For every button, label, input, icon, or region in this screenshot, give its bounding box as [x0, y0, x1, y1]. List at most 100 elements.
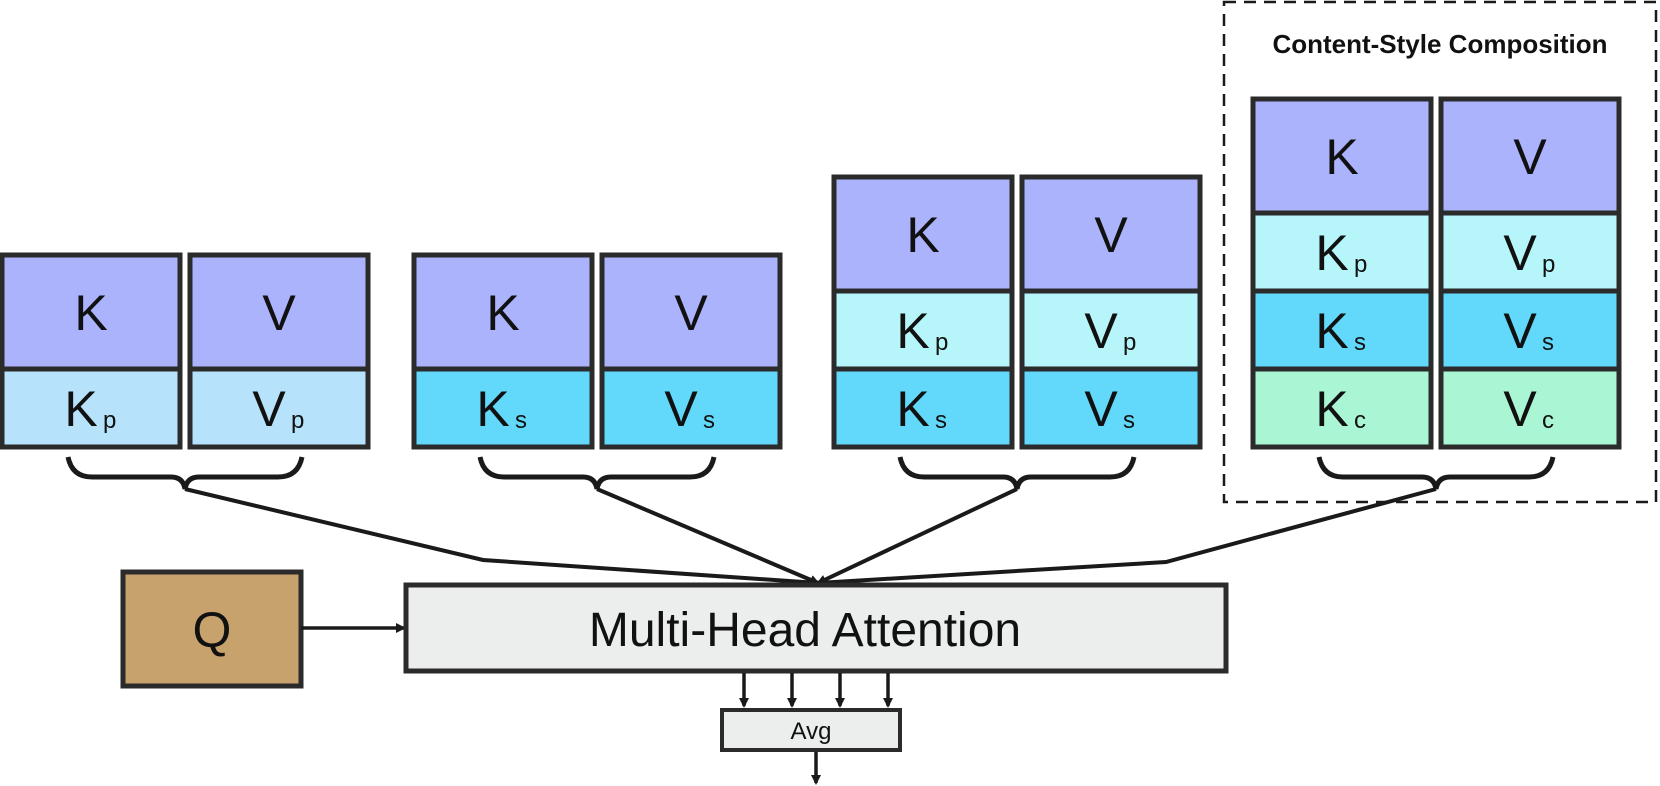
group-connector — [816, 487, 1437, 588]
cell-label: K — [1315, 225, 1348, 281]
cell-label: K — [74, 285, 107, 341]
cell-subscript: p — [103, 407, 116, 434]
query-block: Q — [120, 569, 304, 689]
group-connectors — [65, 456, 1556, 588]
group-connector — [184, 487, 820, 588]
group-brace — [897, 456, 1137, 490]
cell-box — [1438, 288, 1622, 372]
cell-label: K — [486, 285, 519, 341]
cell-label: V — [1084, 303, 1118, 359]
cell-box — [1019, 174, 1203, 294]
cell-subscript: p — [1354, 251, 1367, 278]
group-connector — [816, 487, 1018, 585]
group-brace — [1316, 456, 1556, 490]
cell-subscript: c — [1354, 407, 1366, 434]
cell-v: V — [1019, 174, 1203, 294]
cell-label: V — [252, 381, 286, 437]
cell-box — [599, 252, 783, 372]
cell-label: K — [896, 303, 929, 359]
composition-label: Content-Style Composition — [1272, 29, 1607, 59]
cell-box — [411, 366, 595, 450]
cell-subscript: c — [1542, 407, 1554, 434]
cell-label: K — [476, 381, 509, 437]
cell-subscript: s — [935, 407, 947, 434]
avg-block: Avg — [720, 708, 902, 752]
head-arrows — [739, 673, 893, 708]
group-brace — [477, 456, 717, 490]
cell-label: V — [664, 381, 698, 437]
cell-subscript: s — [515, 407, 527, 434]
cell-label: K — [1315, 381, 1348, 437]
query-box — [120, 569, 304, 689]
cell-subscript: p — [1123, 329, 1136, 356]
cell-box — [0, 252, 183, 372]
cell-box — [411, 252, 595, 372]
query-label: Q — [193, 602, 232, 658]
cell-box — [1438, 210, 1622, 294]
cell-box — [831, 288, 1015, 372]
cell-box — [1438, 96, 1622, 216]
group-connector — [596, 487, 820, 585]
cell-label: K — [1325, 129, 1358, 185]
composition-frame — [1222, 0, 1658, 504]
avg-box — [720, 708, 902, 752]
cell-box — [1438, 366, 1622, 450]
cell-label: V — [674, 285, 708, 341]
cell-label: V — [1503, 381, 1537, 437]
cell-label: V — [1094, 207, 1128, 263]
cell-box — [1250, 366, 1434, 450]
cell-v: V — [1438, 96, 1622, 216]
cell-box — [1250, 96, 1434, 216]
cell-label: K — [906, 207, 939, 263]
cell-k: K — [411, 252, 595, 372]
cell-subscript: p — [291, 407, 304, 434]
cell-box — [831, 366, 1015, 450]
cell-box — [1250, 210, 1434, 294]
cell-v: V — [187, 252, 371, 372]
cell-label: V — [1513, 129, 1547, 185]
cell-v: V — [599, 252, 783, 372]
cell-label: K — [1315, 303, 1348, 359]
attention-label: Multi-Head Attention — [589, 604, 1021, 657]
cell-label: V — [1503, 303, 1537, 359]
avg-label: Avg — [791, 718, 832, 745]
cell-subscript: p — [1542, 251, 1555, 278]
cell-subscript: s — [703, 407, 715, 434]
cell-label: V — [262, 285, 296, 341]
cell-box — [1019, 366, 1203, 450]
cell-subscript: s — [1123, 407, 1135, 434]
cell-box — [831, 174, 1015, 294]
cell-box — [1250, 288, 1434, 372]
cell-label: K — [64, 381, 97, 437]
group-brace — [65, 456, 305, 490]
cell-label: V — [1503, 225, 1537, 281]
cell-box — [1019, 288, 1203, 372]
cell-subscript: s — [1354, 329, 1366, 356]
cell-box — [599, 366, 783, 450]
cell-box — [187, 366, 371, 450]
cell-label: V — [1084, 381, 1118, 437]
attention-box — [403, 582, 1229, 674]
cell-k: K — [0, 252, 183, 372]
cell-box — [0, 366, 183, 450]
cell-subscript: p — [935, 329, 948, 356]
attention-block: Multi-Head Attention — [403, 582, 1229, 674]
